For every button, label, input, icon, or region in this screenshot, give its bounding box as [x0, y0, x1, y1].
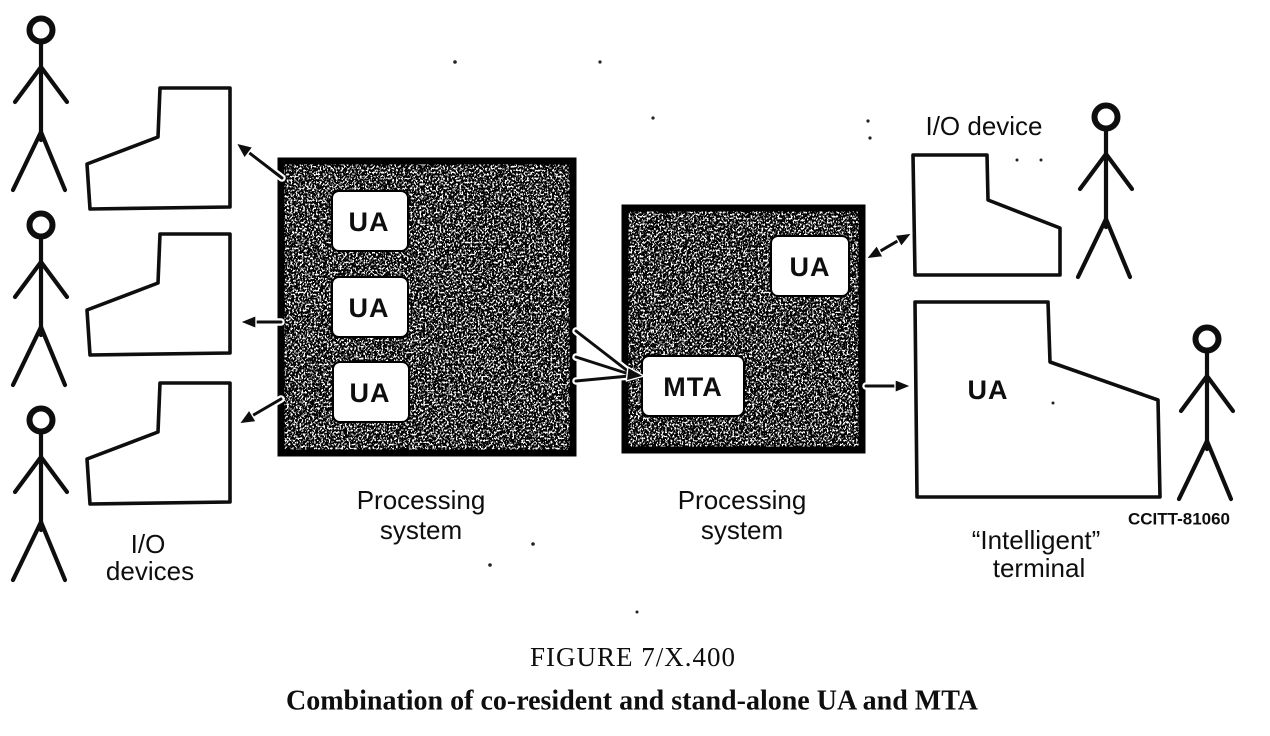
mta-node: MTA: [641, 355, 745, 417]
label-processing-system-1-line2: system: [380, 515, 462, 545]
arrow-to-io-device-3: [238, 395, 285, 425]
arrow-ua-to-io-device: [865, 232, 913, 260]
label-processing-system-2-line1: Processing: [678, 485, 807, 515]
io-device-shape: [85, 86, 232, 211]
intelligent-terminal-shape: [913, 300, 1162, 499]
mta-node-label: MTA: [663, 372, 722, 402]
io-device-shape: [85, 381, 232, 506]
io-device-shape: [911, 153, 1062, 277]
ua-node-label: UA: [350, 378, 391, 408]
ua-node-label: UA: [349, 207, 390, 237]
arrow-uas-to-mta: [572, 327, 645, 385]
label-intelligent-terminal-line1: “Intelligent”: [972, 525, 1101, 555]
processing-system-box-1: [277, 157, 577, 457]
label-io-devices-line1: I/O: [131, 529, 166, 559]
ua-node-2: UA: [331, 276, 409, 338]
user-stick-figure: [13, 19, 67, 191]
ua-node-label: UA: [790, 252, 831, 282]
figure-caption-subtitle: Combination of co-resident and stand-alo…: [286, 686, 979, 717]
scan-artifact-dots: [453, 60, 1055, 614]
label-processing-system-1-line1: Processing: [357, 485, 486, 515]
user-stick-figure: [13, 214, 67, 386]
label-io-device: I/O device: [925, 111, 1042, 141]
io-device-shape: [85, 232, 232, 357]
figure-source-code: CCITT-81060: [1128, 510, 1230, 529]
label-io-devices-line2: devices: [106, 556, 194, 586]
ua-node-coresident: UA: [770, 235, 850, 297]
intelligent-terminal: UA: [913, 300, 1162, 499]
arrow-to-io-device-1: [235, 142, 286, 182]
label-processing-system-2-line2: system: [701, 515, 783, 545]
figure-caption-title: FIGURE 7/X.400: [530, 642, 736, 672]
arrow-to-io-device-2: [239, 314, 285, 330]
ua-node-label: UA: [349, 293, 390, 323]
arrow-mta-to-terminal-ua: [862, 378, 912, 394]
ua-node-1: UA: [331, 190, 409, 252]
user-stick-figure: [1179, 328, 1233, 500]
label-intelligent-terminal-line2: terminal: [993, 553, 1085, 583]
ua-node-3: UA: [332, 361, 410, 423]
user-stick-figure: [13, 409, 67, 581]
ua-node-label: UA: [968, 375, 1009, 405]
user-stick-figure: [1078, 106, 1132, 278]
